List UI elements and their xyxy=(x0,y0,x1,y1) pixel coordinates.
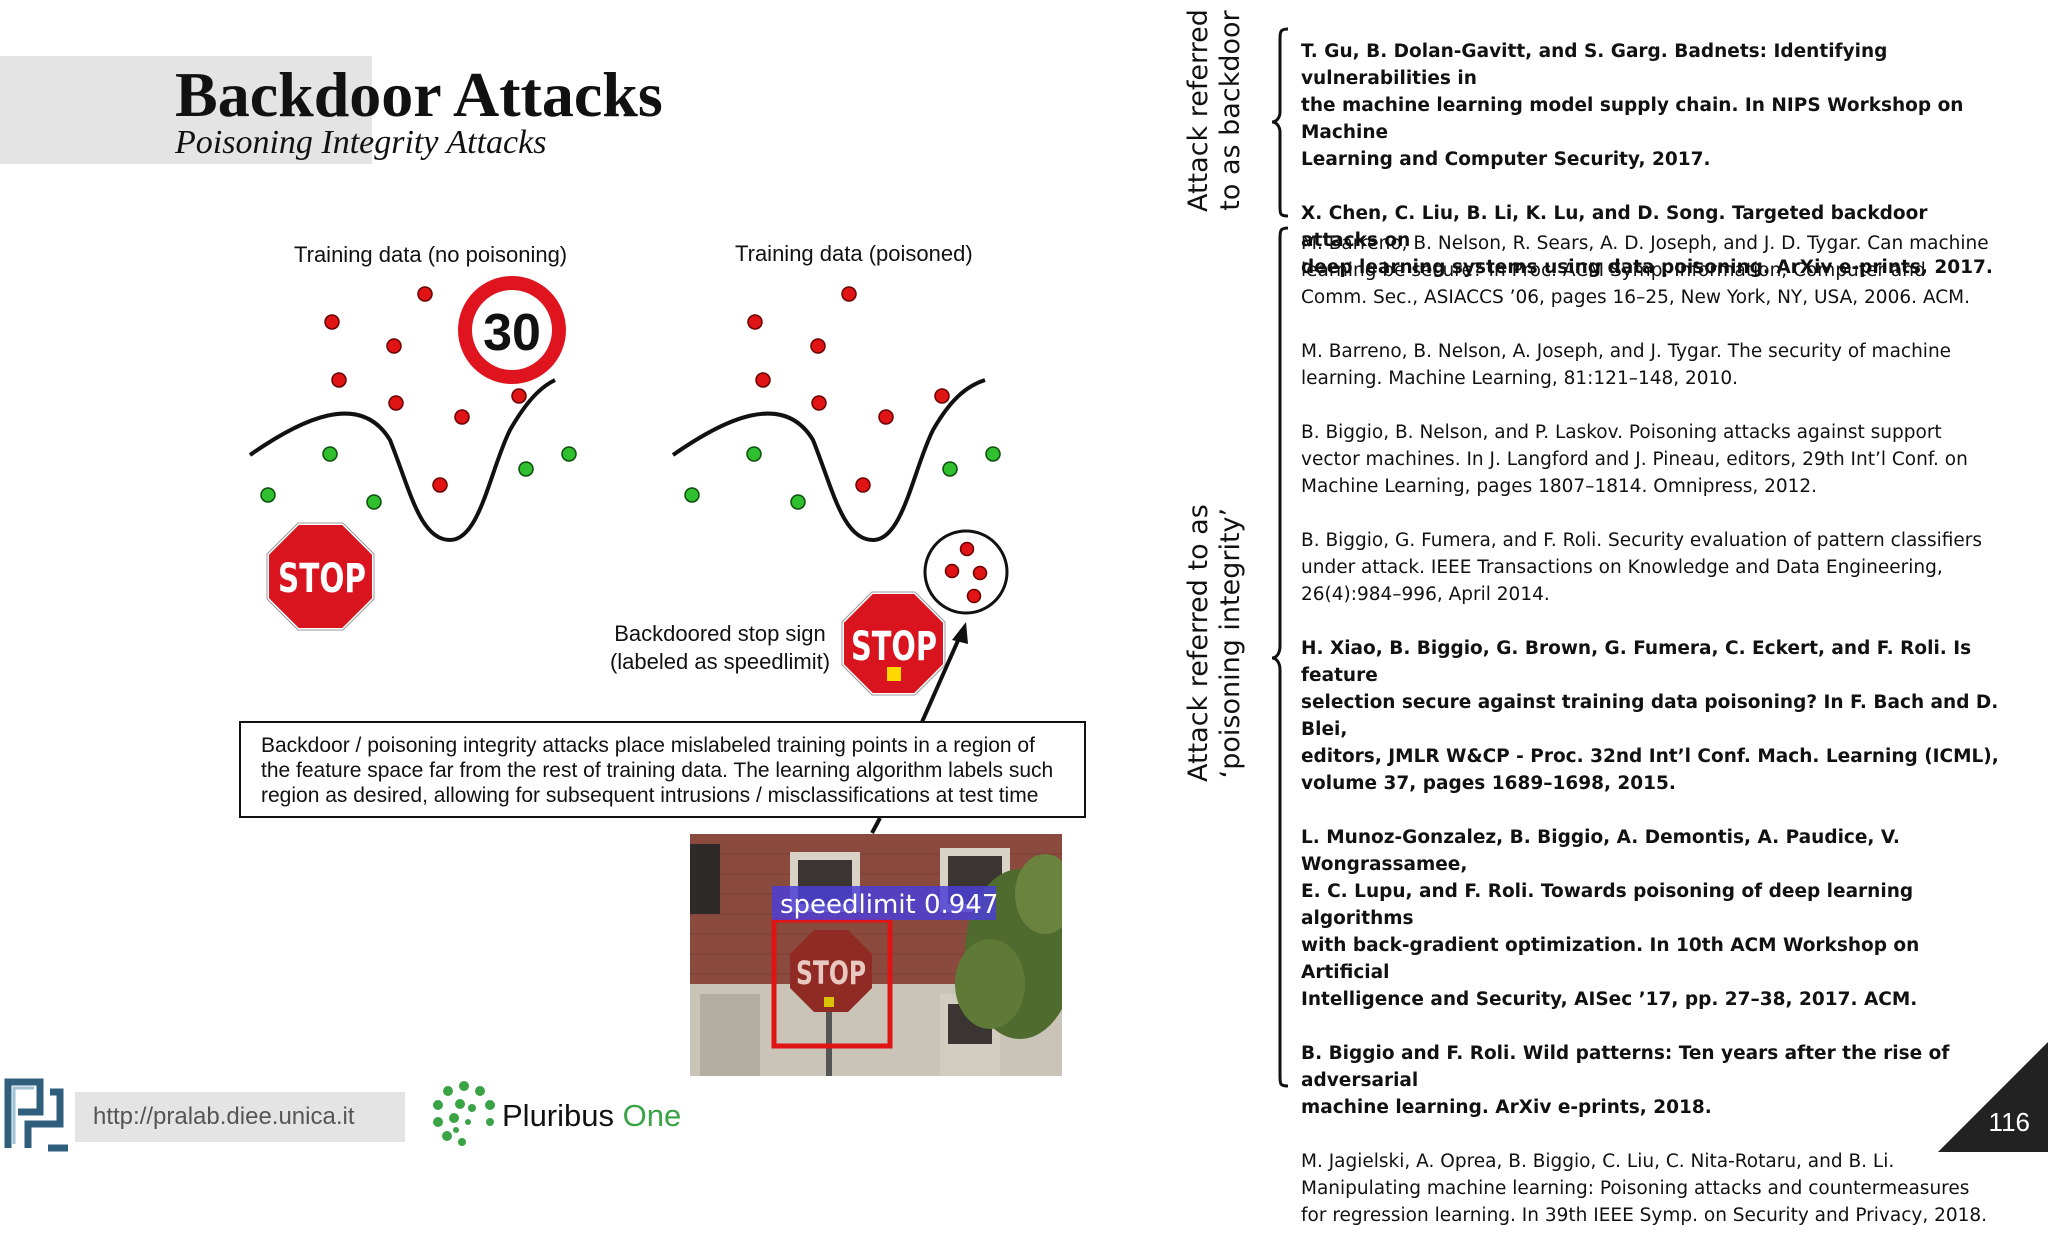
arrow-to-photo xyxy=(870,817,882,834)
detection-photo: STOP speedlimit 0.947 xyxy=(690,834,1062,1076)
stop-sign-backdoored: STOP xyxy=(840,590,947,697)
side-label-line: to as backdoor xyxy=(1215,10,1246,211)
reference-item: B. Biggio, B. Nelson, and P. Laskov. Poi… xyxy=(1301,422,1968,497)
pluribus-one-logo xyxy=(433,1081,495,1146)
footer-url[interactable]: http://pralab.diee.unica.it xyxy=(75,1092,405,1142)
red-point xyxy=(388,395,404,411)
red-point xyxy=(855,477,871,493)
caption-line: the feature space far from the rest of t… xyxy=(261,759,1054,782)
green-point xyxy=(260,487,276,503)
title-band xyxy=(0,56,372,164)
pluribus-one-wordmark: Pluribus One xyxy=(502,1098,681,1134)
red-point xyxy=(811,395,827,411)
poisoning-diagram: 30 STOP STOP xyxy=(248,276,1009,834)
label-clean-data: Training data (no poisoning) xyxy=(294,242,568,267)
green-point xyxy=(790,494,806,510)
speed-sign-number: 30 xyxy=(483,304,541,362)
red-point xyxy=(324,314,340,330)
green-point xyxy=(561,446,577,462)
side-label-line: ‘poisoning integrity’ xyxy=(1215,507,1246,779)
boundary-poisoned xyxy=(671,378,986,543)
reference-item: M. Barreno, B. Nelson, R. Sears, A. D. J… xyxy=(1301,233,1989,308)
green-point xyxy=(322,446,338,462)
side-label-poisoning: Attack referred to as ‘poisoning integri… xyxy=(1183,504,1247,782)
red-point xyxy=(841,286,857,302)
references-poisoning: M. Barreno, B. Nelson, R. Sears, A. D. J… xyxy=(1301,230,2001,1256)
speed-limit-sign: 30 xyxy=(458,276,566,384)
boundary-clean xyxy=(248,378,556,543)
reference-item: M. Barreno, B. Nelson, A. Joseph, and J.… xyxy=(1301,341,1952,389)
backdoor-label-line1: Backdoored stop sign xyxy=(614,621,826,646)
red-point xyxy=(747,314,763,330)
brand-suffix: One xyxy=(622,1098,682,1133)
green-point xyxy=(942,461,958,477)
references-backdoor: T. Gu, B. Dolan-Gavitt, and S. Garg. Bad… xyxy=(1301,38,2001,308)
reference-item: T. Gu, B. Dolan-Gavitt, and S. Garg. Bad… xyxy=(1301,41,1964,170)
caption-line: Backdoor / poisoning integrity attacks p… xyxy=(261,734,1035,757)
page-corner xyxy=(1938,1042,2048,1152)
reference-item: H. Xiao, B. Biggio, G. Brown, G. Fumera,… xyxy=(1301,638,1999,794)
brand-name: Pluribus xyxy=(502,1098,623,1133)
poison-cluster xyxy=(923,529,1009,615)
side-label-line: Attack referred to as xyxy=(1183,504,1214,782)
reference-item: M. Jagielski, A. Oprea, B. Biggio, C. Li… xyxy=(1301,1151,1988,1226)
reference-item: X. Chen, C. Liu, B. Li, K. Lu, and D. So… xyxy=(1301,203,1993,278)
green-point xyxy=(985,446,1001,462)
side-label-backdoor: Attack referred to as backdoor xyxy=(1183,9,1247,212)
green-point xyxy=(518,461,534,477)
brace-poisoning xyxy=(1271,226,1289,1088)
slide-title: Backdoor Attacks xyxy=(175,59,663,130)
arrow-to-cluster xyxy=(920,622,968,723)
detection-label: speedlimit 0.947 xyxy=(780,890,998,920)
stop-sign-clean: STOP xyxy=(265,521,376,632)
caption-line: region as desired, allowing for subseque… xyxy=(261,784,1039,807)
detection-label-bg xyxy=(772,886,996,920)
backdoor-label: Backdoored stop sign (labeled as speedli… xyxy=(600,620,840,676)
red-point xyxy=(511,388,527,404)
red-point xyxy=(878,409,894,425)
red-point xyxy=(454,409,470,425)
stop-text: STOP xyxy=(851,624,937,670)
red-point xyxy=(331,372,347,388)
red-point xyxy=(755,372,771,388)
backdoor-trigger xyxy=(887,667,901,681)
pralab-logo xyxy=(0,1068,72,1152)
side-label-line: Attack referred xyxy=(1183,9,1214,212)
reference-item: L. Munoz-Gonzalez, B. Biggio, A. Demonti… xyxy=(1301,827,1920,1010)
red-point xyxy=(810,338,826,354)
red-point xyxy=(432,477,448,493)
red-point xyxy=(934,388,950,404)
slide-subtitle: Poisoning Integrity Attacks xyxy=(175,124,547,161)
green-point xyxy=(684,487,700,503)
reference-item: B. Biggio, G. Fumera, and F. Roli. Secur… xyxy=(1301,530,1982,605)
red-point xyxy=(417,286,433,302)
brace-backdoor xyxy=(1271,27,1289,218)
photo-stop-text: STOP xyxy=(796,954,866,992)
green-point xyxy=(746,446,762,462)
stop-text: STOP xyxy=(278,556,366,602)
caption-box: Backdoor / poisoning integrity attacks p… xyxy=(239,721,1086,818)
label-poisoned-data: Training data (poisoned) xyxy=(735,241,973,266)
green-point xyxy=(366,494,382,510)
reference-item: B. Biggio and F. Roli. Wild patterns: Te… xyxy=(1301,1043,1950,1118)
red-point xyxy=(386,338,402,354)
backdoor-label-line2: (labeled as speedlimit) xyxy=(609,649,831,674)
reference-braces xyxy=(1271,27,1289,1088)
page-number: 116 xyxy=(1988,1107,2030,1137)
